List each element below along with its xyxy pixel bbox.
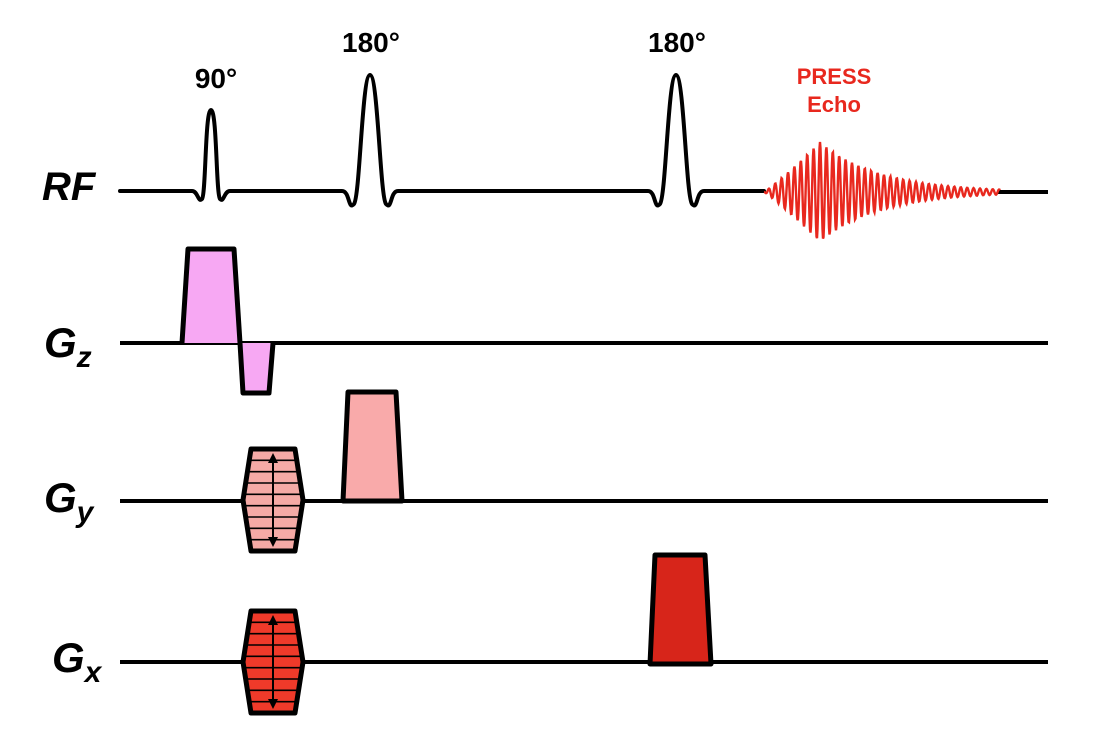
gy-phase-arrow-up-head: [268, 453, 278, 463]
pulse-90-label: 90°: [195, 63, 237, 94]
gy-slice-select-lobe: [340, 389, 405, 504]
gx-label: Gx: [52, 634, 103, 689]
echo-label-line2: Echo: [807, 92, 861, 117]
gx-label-main: G: [52, 634, 85, 681]
gy-phase-encode-table: [240, 446, 306, 554]
echo-label-line1: PRESS: [797, 64, 872, 89]
gz-label-sub: z: [76, 341, 92, 374]
gz-label: Gz: [44, 319, 92, 374]
gx-slice-select-lobe: [647, 552, 714, 667]
gz-slice-select-lobe: [182, 249, 240, 343]
gz-rephase-lobe: [240, 343, 273, 393]
rf-label: RF: [42, 165, 97, 209]
gy-phase-outline: [240, 446, 306, 554]
gy-label: Gy: [44, 474, 95, 529]
gy-phase-arrow-down-head: [268, 537, 278, 547]
pulse-180a-label: 180°: [342, 27, 400, 58]
gx-label-sub: x: [83, 656, 103, 689]
gz-rephase-outline: [237, 342, 276, 396]
gx-phase-arrow-up-head: [268, 615, 278, 625]
gx-phase-arrow-down-head: [268, 699, 278, 709]
gz-slice-select-outline: [179, 246, 243, 344]
gz-label-main: G: [44, 319, 77, 366]
rf-waveform: [118, 73, 766, 208]
gx-phase-encode-table: [240, 608, 306, 716]
pulse-180b-label: 180°: [648, 27, 706, 58]
gy-label-sub: y: [75, 496, 95, 529]
gy-label-main: G: [44, 474, 77, 521]
gx-phase-outline: [240, 608, 306, 716]
echo-waveform: [763, 141, 1001, 239]
